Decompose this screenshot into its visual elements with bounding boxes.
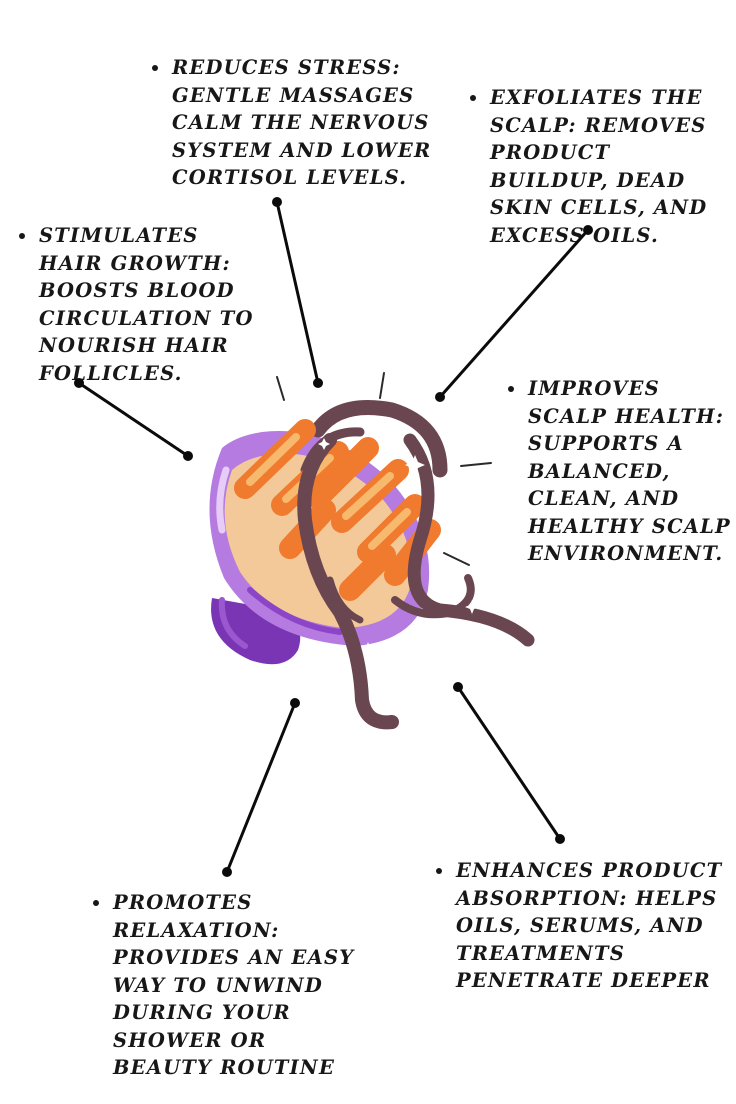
- benefit-absorption: ENHANCES PRODUCT ABSORPTION: HELPS OILS,…: [434, 857, 724, 995]
- callout-exfoliates: EXFOLIATES THE SCALP: REMOVES PRODUCT BU…: [468, 84, 730, 249]
- callout-reduces-stress: REDUCES STRESS: GENTLE MASSAGES CALM THE…: [150, 54, 440, 192]
- callout-hair-growth: STIMULATES HAIR GROWTH: BOOSTS BLOOD CIR…: [17, 222, 257, 387]
- benefit-exfoliates: EXFOLIATES THE SCALP: REMOVES PRODUCT BU…: [468, 84, 730, 249]
- leader-reduces-stress: [272, 197, 323, 388]
- leader-relaxation: [222, 698, 300, 877]
- callout-scalp-health: IMPROVES SCALP HEALTH: SUPPORTS A BALANC…: [506, 375, 736, 568]
- callout-absorption: ENHANCES PRODUCT ABSORPTION: HELPS OILS,…: [434, 857, 724, 995]
- sparkle-stars: [318, 438, 479, 656]
- benefit-relaxation: PROMOTES RELAXATION: PROVIDES AN EASY WA…: [91, 889, 366, 1082]
- hair-strands-front: [297, 433, 535, 730]
- leader-exfoliates: [435, 225, 593, 402]
- callout-relaxation: PROMOTES RELAXATION: PROVIDES AN EASY WA…: [91, 889, 366, 1082]
- sparkle-dashes: [276, 372, 492, 566]
- leader-absorption: [453, 682, 565, 844]
- benefit-reduces-stress: REDUCES STRESS: GENTLE MASSAGES CALM THE…: [150, 54, 440, 192]
- leader-hair-growth: [74, 378, 193, 461]
- benefit-scalp-health: IMPROVES SCALP HEALTH: SUPPORTS A BALANC…: [506, 375, 736, 568]
- benefit-hair-growth: STIMULATES HAIR GROWTH: BOOSTS BLOOD CIR…: [17, 222, 257, 387]
